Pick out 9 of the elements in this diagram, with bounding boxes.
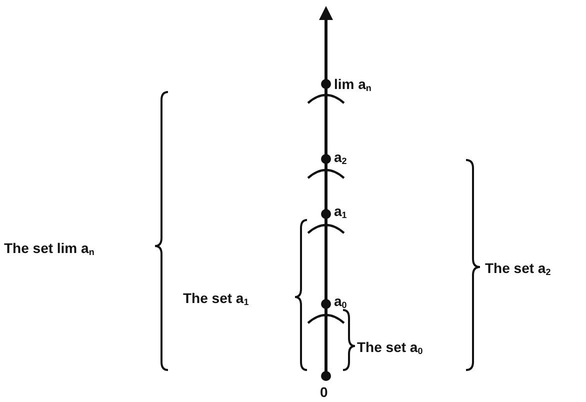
point-label: 0	[320, 384, 328, 400]
set-label: The set a$_{1}$	[183, 290, 249, 306]
set-label: The set a$_{2}$	[485, 260, 551, 276]
point-label: a$_{1}$	[334, 203, 347, 219]
set-label: The set lim a$_{n}$	[4, 240, 94, 256]
point-label: a$_{2}$	[334, 149, 347, 165]
set-label: The set a$_{0}$	[357, 339, 423, 355]
point-label: lim a$_{n}$	[334, 76, 372, 92]
point-label: a$_{0}$	[334, 293, 347, 309]
